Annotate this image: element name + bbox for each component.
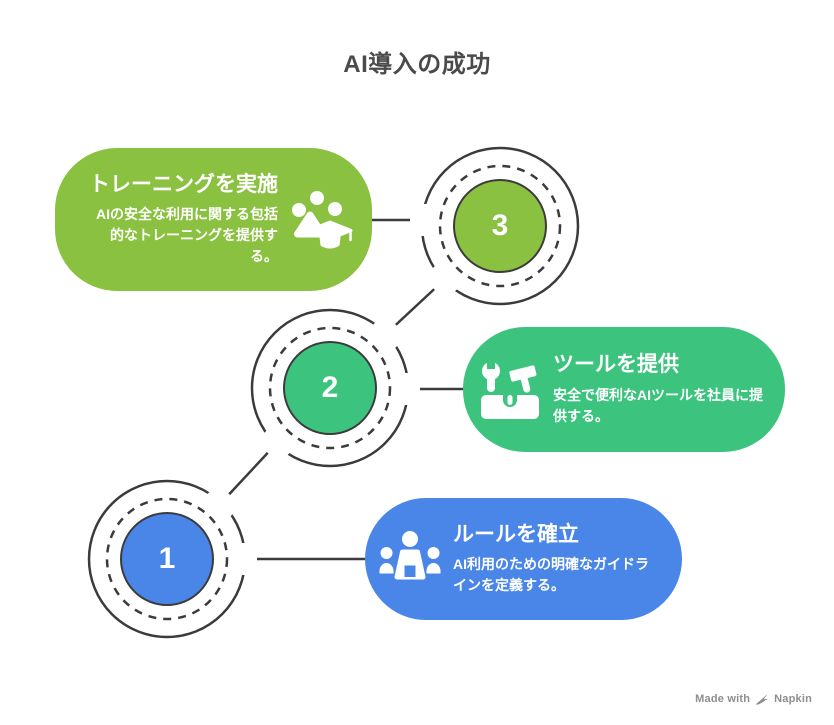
toolbox-icon-svg xyxy=(481,359,539,419)
step-2-text: ツールを提供 安全で便利なAIツールを社員に提供する。 xyxy=(553,352,763,426)
step-1-circle: 1 xyxy=(120,512,214,606)
ring-gap-erasers xyxy=(201,204,465,575)
watermark: Made with Napkin xyxy=(695,693,812,705)
step-1-title: ルールを確立 xyxy=(453,522,579,546)
page-title: AI導入の成功 xyxy=(343,51,491,78)
dashed-ring-2 xyxy=(268,326,392,450)
step-3-description: AIの安全な利用に関する包括的なトレーニングを提供する。 xyxy=(96,206,278,265)
step-1-number: 1 xyxy=(158,542,176,575)
people-meeting-icon xyxy=(377,526,443,592)
step-1-description: AI利用のための明確なガイドラインを定義する。 xyxy=(453,556,649,594)
step-1-card: ルールを確立 AI利用のための明確なガイドラインを定義する。 xyxy=(365,498,682,620)
step-3-circle: 3 xyxy=(453,179,547,273)
napkin-logo-icon xyxy=(755,693,769,705)
step-2-number: 2 xyxy=(321,371,339,404)
connector-circle2-circle1 xyxy=(220,443,277,504)
people-meeting-icon-svg xyxy=(379,531,441,580)
step-2-circle: 2 xyxy=(283,341,377,435)
dashed-ring-3 xyxy=(438,164,562,288)
watermark-made-with: Made with xyxy=(695,693,751,705)
step-3-text: トレーニングを実施 AIの安全な利用に関する包括的なトレーニングを提供する。 xyxy=(85,172,278,267)
step-1-text: ルールを確立 AI利用のための明確なガイドラインを定義する。 xyxy=(453,522,662,596)
toolbox-icon xyxy=(477,357,543,423)
training-graduation-icon-svg xyxy=(292,190,353,248)
step-3-number: 3 xyxy=(491,209,509,242)
step-3-card: トレーニングを実施 AIの安全な利用に関する包括的なトレーニングを提供する。 xyxy=(55,148,372,291)
dashed-rings xyxy=(105,164,562,621)
step-2-title: ツールを提供 xyxy=(553,353,679,377)
training-graduation-icon xyxy=(288,187,354,253)
step-2-description: 安全で便利なAIツールを社員に提供する。 xyxy=(553,386,763,424)
step-2-card: ツールを提供 安全で便利なAIツールを社員に提供する。 xyxy=(463,327,785,452)
dashed-ring-1 xyxy=(105,497,229,621)
watermark-brand: Napkin xyxy=(774,693,812,705)
step-3-title: トレーニングを実施 xyxy=(89,172,278,196)
